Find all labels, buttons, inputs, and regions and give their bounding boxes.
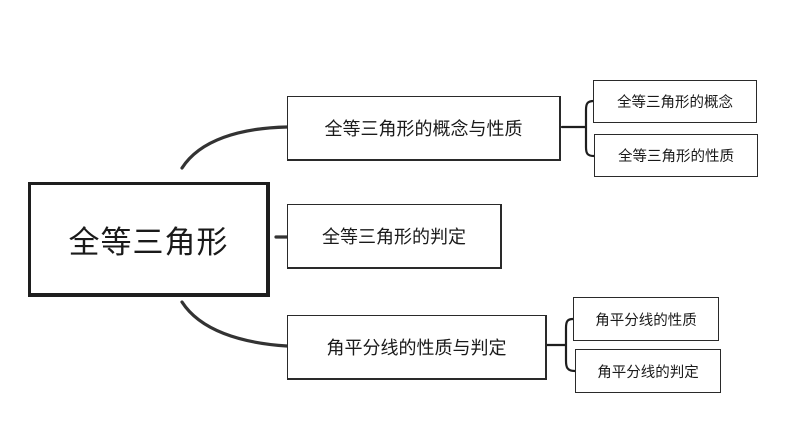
connector-root-branch-1 bbox=[180, 125, 289, 170]
branch-node-label: 全等三角形的概念与性质 bbox=[324, 119, 523, 140]
leaf-node-properties: 全等三角形的性质 bbox=[594, 134, 758, 177]
leaf-node-bisector-properties: 角平分线的性质 bbox=[573, 297, 719, 341]
branch-node-angle-bisector: 角平分线的性质与判定 bbox=[287, 315, 547, 380]
leaf-node-label: 全等三角形的概念 bbox=[617, 95, 733, 111]
bracket-branch-1 bbox=[560, 99, 596, 158]
leaf-node-label: 角平分线的性质 bbox=[595, 312, 697, 329]
leaf-node-bisector-criteria: 角平分线的判定 bbox=[575, 349, 721, 393]
branch-node-criteria: 全等三角形的判定 bbox=[287, 204, 502, 269]
root-node-label: 全等三角形 bbox=[68, 224, 229, 261]
leaf-node-label: 全等三角形的性质 bbox=[618, 149, 734, 165]
leaf-node-concept: 全等三角形的概念 bbox=[593, 80, 757, 123]
branch-node-concept-properties: 全等三角形的概念与性质 bbox=[287, 96, 561, 161]
root-node: 全等三角形 bbox=[28, 182, 270, 297]
branch-node-label: 角平分线的性质与判定 bbox=[326, 338, 507, 359]
bracket-branch-3 bbox=[545, 317, 577, 373]
branch-node-label: 全等三角形的判定 bbox=[322, 227, 466, 248]
connector-root-branch-3 bbox=[180, 300, 289, 348]
leaf-node-label: 角平分线的判定 bbox=[597, 364, 699, 381]
